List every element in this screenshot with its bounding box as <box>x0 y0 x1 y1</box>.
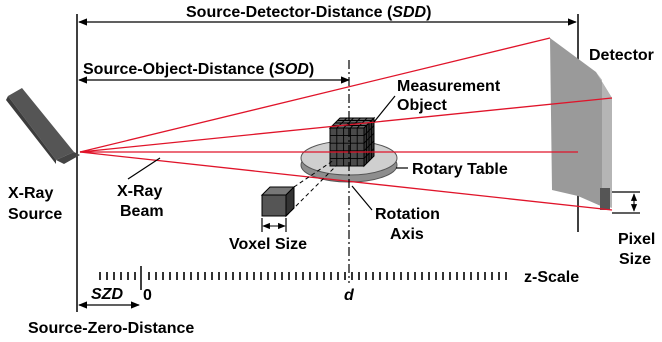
xray-beam-label-line1: X-Ray <box>117 183 162 200</box>
detector-label: Detector <box>589 47 654 64</box>
xray-source-shape <box>6 88 80 164</box>
measurement-object-shape <box>328 116 376 168</box>
voxel-size-label: Voxel Size <box>229 236 307 253</box>
xray-source-label-line1: X-Ray <box>8 185 53 202</box>
measurement-object-label-line2: Object <box>397 97 447 114</box>
z-scale-ticks <box>99 272 507 280</box>
detector-shape <box>550 38 612 210</box>
sod-label: Source-Object-Distance (SOD) <box>83 61 314 78</box>
pixel-size-label-line2: Size <box>619 251 651 268</box>
pixel-size-label-line1: Pixel <box>618 231 655 248</box>
voxel-cube-shape <box>260 185 296 218</box>
z-scale-label: z-Scale <box>524 269 579 286</box>
source-zero-distance-label: Source-Zero-Distance <box>28 320 194 337</box>
pixel-size-dimension <box>612 191 640 214</box>
xray-source-label-line2: Source <box>8 206 62 223</box>
voxel-size-dimension <box>261 218 287 232</box>
szd-label: SZD <box>91 286 123 303</box>
rotation-axis-label-line1: Rotation <box>375 206 440 223</box>
sdd-label: Source-Detector-Distance (SDD) <box>186 4 431 21</box>
rotation-axis-label-line2: Axis <box>390 226 424 243</box>
zero-label: 0 <box>143 287 152 304</box>
voxel-connector-dashes <box>285 159 337 217</box>
measurement-object-label-line1: Measurement <box>397 78 501 95</box>
d-label: d <box>344 287 355 304</box>
xray-beam-label-line2: Beam <box>120 203 164 220</box>
rotary-table-label: Rotary Table <box>412 161 508 178</box>
xray-beam-lines <box>79 37 613 211</box>
leader-lines <box>127 95 408 211</box>
